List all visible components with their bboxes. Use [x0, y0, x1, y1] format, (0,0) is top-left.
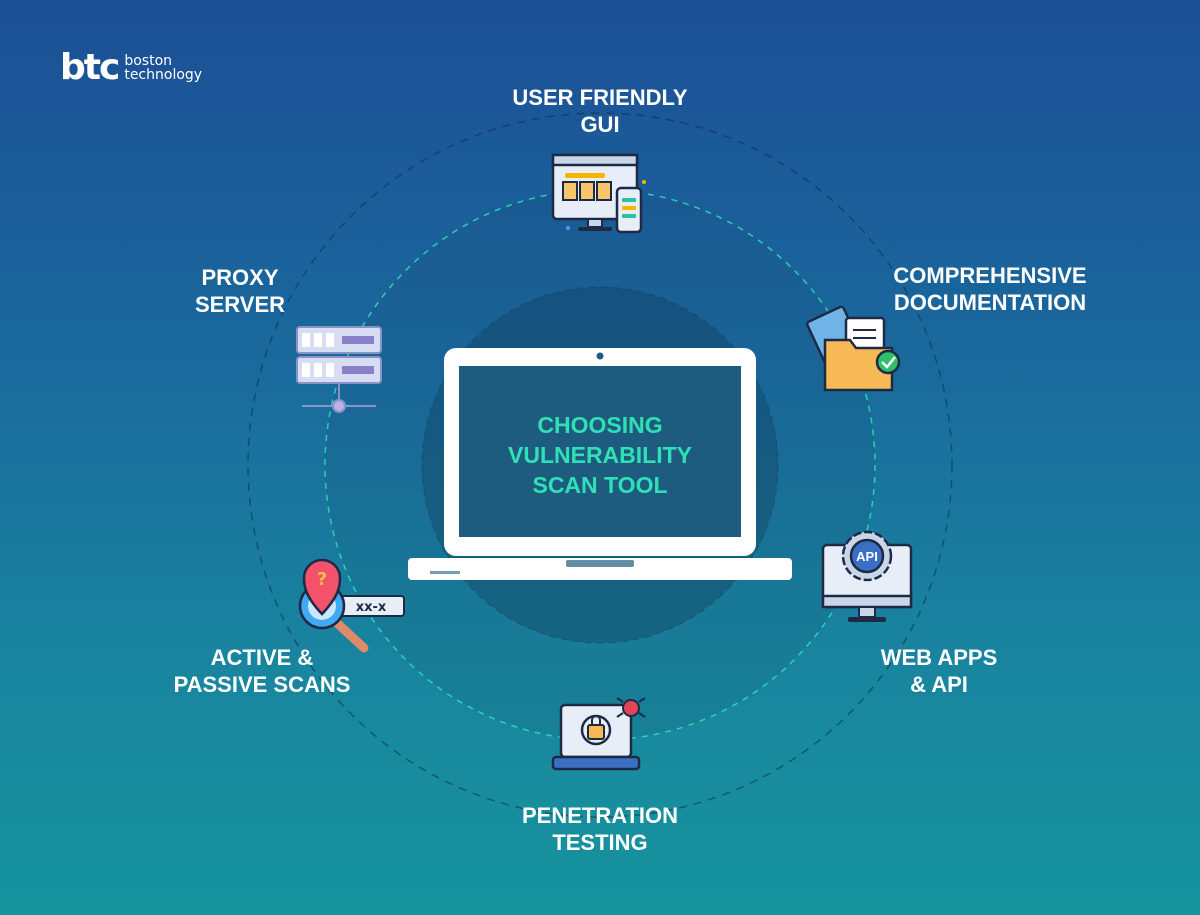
label-comprehensive-documentation-line1: COMPREHENSIVE: [893, 263, 1087, 288]
brand-name: boston technology: [124, 54, 202, 82]
label-comprehensive-documentation: COMPREHENSIVE DOCUMENTATION: [893, 262, 1086, 316]
location-search-icon: xx-x ?: [298, 558, 405, 653]
laptop-lock-bug-icon: [551, 697, 646, 771]
label-penetration-testing-line2: TESTING: [552, 830, 648, 855]
label-active-passive-scans-line2: PASSIVE SCANS: [173, 672, 351, 697]
label-active-passive-scans: ACTIVE & PASSIVE SCANS: [174, 644, 351, 698]
monitor-api-gear-icon: API: [821, 530, 913, 622]
svg-text:?: ?: [317, 569, 327, 590]
brand-logo: btc boston technology: [60, 50, 202, 86]
outer-orbit-ring: [247, 112, 953, 818]
server-rack-icon: [296, 326, 382, 413]
center-title-line3: SCAN TOOL: [532, 472, 668, 498]
desktop-mobile-gui-icon: [551, 153, 646, 234]
label-proxy-server-line1: PROXY: [201, 265, 279, 290]
label-active-passive-scans-line1: ACTIVE &: [210, 645, 314, 670]
label-web-apps-api: WEB APPS & API: [881, 644, 998, 698]
label-web-apps-api-line1: WEB APPS: [880, 645, 998, 670]
center-title-line2: VULNERABILITY: [508, 442, 692, 468]
laptop-icon: [408, 348, 792, 580]
label-user-friendly-gui-line2: GUI: [580, 112, 620, 137]
brand-mark: btc: [60, 47, 120, 88]
label-penetration-testing-line1: PENETRATION: [521, 803, 679, 828]
label-proxy-server: PROXY SERVER: [195, 264, 285, 318]
label-penetration-testing: PENETRATION TESTING: [522, 802, 678, 856]
brand-name-line1: boston: [124, 53, 173, 69]
label-proxy-server-line2: SERVER: [194, 292, 286, 317]
label-user-friendly-gui: USER FRIENDLY GUI: [512, 84, 687, 138]
center-title-line1: CHOOSING: [537, 412, 663, 438]
label-web-apps-api-line2: & API: [910, 672, 968, 697]
label-user-friendly-gui-line1: USER FRIENDLY: [512, 85, 688, 110]
center-title: CHOOSING VULNERABILITY SCAN TOOL: [508, 410, 692, 500]
document-folder-check-icon: [806, 305, 901, 392]
label-comprehensive-documentation-line2: DOCUMENTATION: [893, 290, 1087, 315]
brand-name-line2: technology: [124, 67, 203, 83]
svg-text:API: API: [856, 549, 878, 564]
search-icon-text: xx-x: [356, 600, 387, 615]
